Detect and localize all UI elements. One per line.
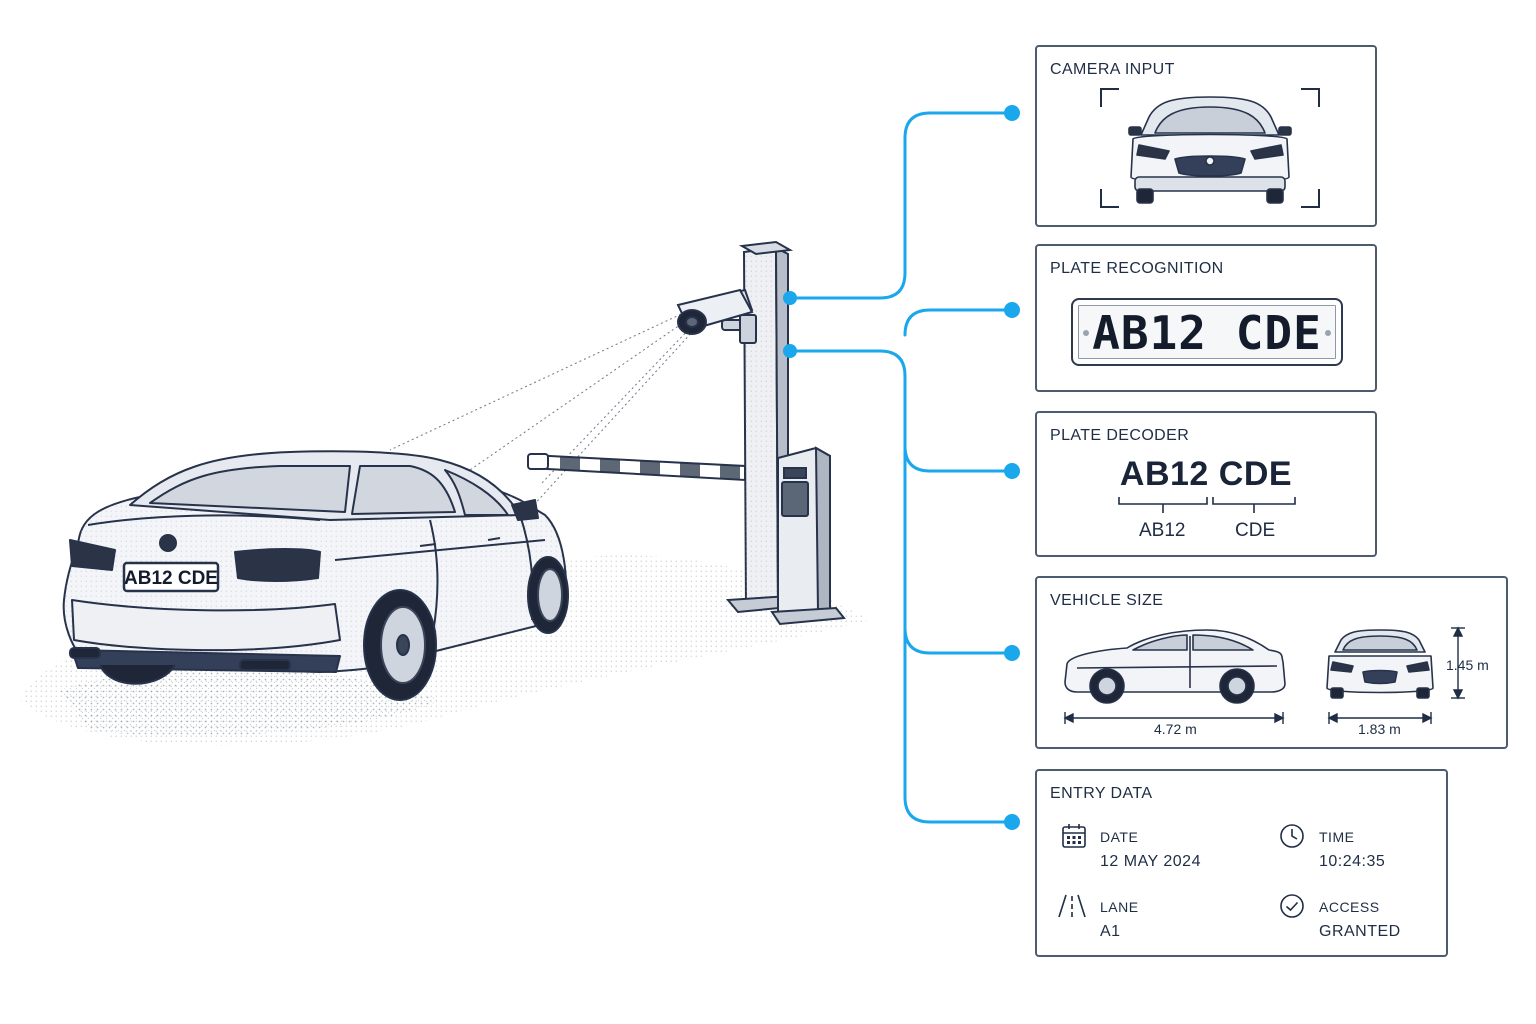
- connector-lines: [788, 111, 1014, 824]
- barrier-arm: [527, 453, 746, 482]
- security-camera: [676, 288, 757, 344]
- vehicle-size-title: VEHICLE SIZE: [1050, 592, 1164, 609]
- connector-dots: [783, 105, 1020, 830]
- vehicle-width-label: 1.83 m: [1358, 721, 1401, 737]
- plate-recognition-title: PLATE RECOGNITION: [1050, 260, 1224, 277]
- decoded-part-letters: CDE: [1235, 520, 1276, 541]
- car-front-view: [1326, 629, 1434, 699]
- camera-input-title: CAMERA INPUT: [1050, 61, 1175, 78]
- clock-icon: [1280, 824, 1304, 848]
- plate-decoder-title: PLATE DECODER: [1050, 427, 1190, 444]
- car-plate-text: AB12 CDE: [124, 568, 218, 589]
- car-front-thumbnail: [1128, 96, 1292, 204]
- camera-view-lines: [389, 309, 695, 521]
- decoded-part-region: AB12: [1139, 520, 1186, 541]
- access-value: GRANTED: [1319, 923, 1401, 940]
- decoder-brackets: [1118, 497, 1296, 513]
- plate-rivet-left: [1083, 330, 1089, 336]
- camera-input-panel: CAMERA INPUT: [1035, 45, 1377, 227]
- time-value: 10:24:35: [1319, 853, 1386, 870]
- check-circle-icon: [1280, 894, 1304, 918]
- plate-decoder-panel: PLATE DECODER AB12 CDE AB12 CDE: [1035, 411, 1377, 557]
- vehicle-height-label: 1.45 m: [1446, 657, 1489, 673]
- recognized-plate: AB12 CDE: [1071, 298, 1343, 366]
- entry-data-title: ENTRY DATA: [1050, 785, 1153, 802]
- vehicle-size-diagram: [1063, 626, 1465, 724]
- plate-rivet-right: [1325, 330, 1331, 336]
- car-rear-view: [62, 450, 569, 701]
- lane-label: LANE: [1100, 899, 1139, 915]
- lane-value: A1: [1100, 923, 1121, 940]
- plate-recognition-panel: PLATE RECOGNITION AB12 CDE: [1035, 244, 1377, 392]
- vehicle-size-panel: VEHICLE SIZE: [1035, 576, 1508, 749]
- road-lane-icon: [1058, 894, 1086, 918]
- calendar-icon: [1062, 824, 1086, 848]
- camera-frame: [1100, 88, 1320, 208]
- entry-data-panel: ENTRY DATA DATE 12 MAY 2024 TIME 10:24:3…: [1035, 769, 1448, 957]
- date-label: DATE: [1100, 829, 1139, 845]
- time-label: TIME: [1319, 829, 1355, 845]
- access-label: ACCESS: [1319, 899, 1380, 915]
- date-value: 12 MAY 2024: [1100, 853, 1201, 870]
- car-side-view: [1064, 629, 1286, 704]
- ground-shadow: [20, 555, 870, 746]
- vehicle-length-label: 4.72 m: [1154, 721, 1197, 737]
- recognized-plate-text: AB12 CDE: [1092, 306, 1322, 360]
- ticket-kiosk: [770, 446, 846, 626]
- decoded-plate-full: AB12 CDE: [1119, 455, 1293, 493]
